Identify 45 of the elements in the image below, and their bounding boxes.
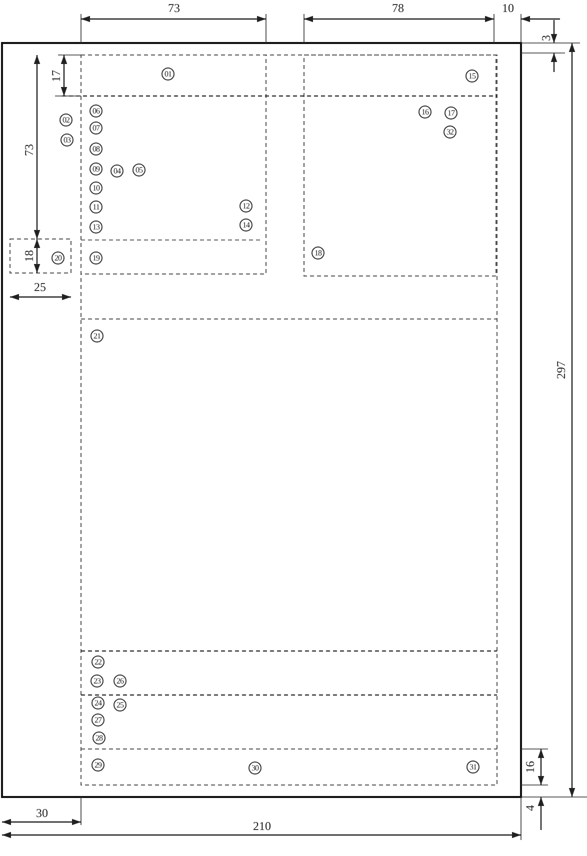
callout-number: 02 bbox=[60, 114, 72, 126]
callout-number: 25 bbox=[114, 698, 126, 712]
callout-number: 16 bbox=[418, 106, 432, 118]
callout-number: 15 bbox=[466, 70, 478, 82]
callout-number: 17 bbox=[444, 106, 458, 120]
callout-number: 26 bbox=[114, 674, 126, 688]
dimension-label: 16 bbox=[524, 761, 536, 773]
callout-number: 22 bbox=[92, 656, 104, 668]
callout-number: 19 bbox=[90, 252, 102, 264]
callout-number: 08 bbox=[90, 142, 102, 156]
callout-number: 28 bbox=[92, 732, 106, 744]
callout-number: 09 bbox=[90, 162, 102, 176]
dimension-label: 18 bbox=[23, 250, 35, 262]
callout-number: 21 bbox=[90, 330, 104, 342]
dimension-label: 73 bbox=[168, 2, 180, 14]
dimension-label: 30 bbox=[36, 807, 48, 819]
callout-number: 31 bbox=[466, 760, 480, 774]
callout-number: 12 bbox=[240, 200, 252, 212]
callout-number: 14 bbox=[240, 218, 252, 232]
callout-number: 10 bbox=[90, 182, 102, 194]
callout-number: 30 bbox=[248, 762, 262, 774]
dimension-label: 73 bbox=[23, 144, 35, 156]
callout-number: 32 bbox=[444, 126, 456, 138]
dimension-label: 25 bbox=[34, 281, 46, 293]
callout-number: 01 bbox=[162, 68, 174, 80]
callout-number: 05 bbox=[132, 164, 146, 176]
callout-number: 18 bbox=[312, 246, 324, 260]
callout-number: 27 bbox=[92, 714, 104, 726]
dimension-label: 10 bbox=[502, 2, 514, 14]
dimension-label: 210 bbox=[253, 820, 271, 832]
callout-number: 04 bbox=[110, 164, 124, 178]
callout-number: 03 bbox=[60, 134, 74, 146]
callout-number: 29 bbox=[92, 758, 104, 772]
dimension-label: 17 bbox=[50, 70, 62, 82]
callout-number: 06 bbox=[90, 104, 102, 118]
dimension-label: 78 bbox=[392, 2, 404, 14]
dimension-label: 4 bbox=[524, 805, 536, 811]
callout-number: 20 bbox=[52, 252, 64, 264]
dimension-label: 297 bbox=[555, 361, 567, 379]
callout-number: 24 bbox=[92, 696, 104, 710]
callout-number: 07 bbox=[90, 122, 102, 134]
callout-number: 11 bbox=[90, 200, 102, 214]
dimension-label: 3 bbox=[540, 35, 552, 41]
callout-number: 23 bbox=[90, 674, 104, 688]
callout-number: 13 bbox=[90, 220, 102, 234]
